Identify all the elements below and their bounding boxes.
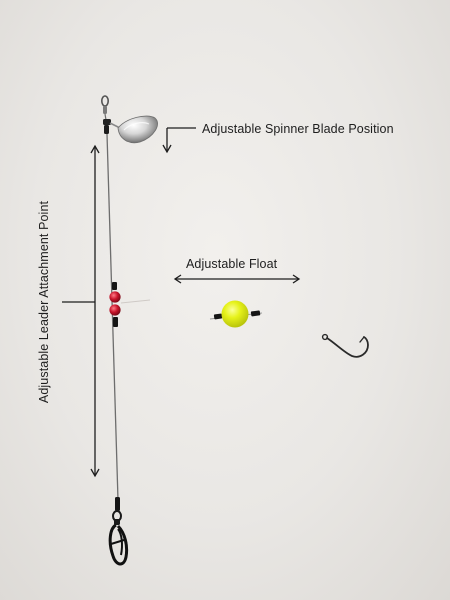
spinner-blade-label: Adjustable Spinner Blade Position — [202, 122, 394, 136]
hook — [321, 333, 369, 358]
snap-swivel — [108, 497, 129, 566]
leader-line — [106, 133, 119, 501]
float-label: Adjustable Float — [186, 257, 278, 271]
top-swivel — [101, 95, 110, 121]
spinner-position-arrow — [162, 127, 196, 154]
clevis — [103, 119, 121, 134]
float — [209, 300, 263, 328]
float-range-arrow — [173, 274, 301, 284]
bead-stack — [109, 282, 151, 327]
leader-range-arrow — [62, 144, 100, 478]
spinner-blade — [117, 115, 158, 144]
leader-attachment-label: Adjustable Leader Attachment Point — [36, 200, 51, 404]
